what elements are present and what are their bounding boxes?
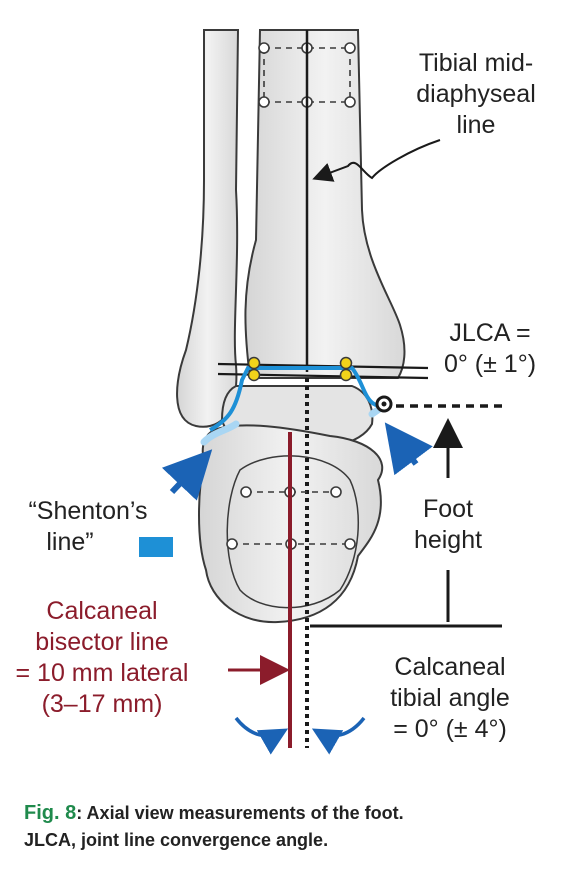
figure-caption: Fig. 8: Axial view measurements of the f… bbox=[24, 800, 554, 854]
jlca-label: JLCA = 0° (± 1°) bbox=[424, 318, 556, 380]
tibial-line-label: Tibial mid- diaphyseal line bbox=[396, 48, 556, 141]
shentons-line-label-2: line” bbox=[46, 528, 94, 556]
calcaneal-bisector-label-2: bisector line bbox=[35, 628, 169, 656]
shentons-line-highlight-left bbox=[200, 420, 240, 446]
calcaneal-bisector-label-4: (3–17 mm) bbox=[41, 690, 163, 718]
calcaneal-bisector-label-1: Calcaneal bbox=[46, 597, 158, 625]
shentons-line-label: “Shenton’s line” bbox=[18, 496, 158, 558]
fibula-bone bbox=[176, 29, 240, 428]
shentons-line-legend-swatch bbox=[139, 537, 173, 557]
calcaneus-inner-contour bbox=[226, 455, 359, 609]
calcaneal-tibial-angle-label-1: Calcaneal bbox=[394, 653, 506, 681]
tibial-line-label-2: diaphyseal bbox=[416, 80, 536, 108]
caption-line-2: JLCA, joint line convergence angle. bbox=[24, 830, 329, 850]
calcaneal-tibial-angle-label: Calcaneal tibial angle = 0° (± 4°) bbox=[362, 652, 538, 745]
tibial-line-label-1: Tibial mid- bbox=[418, 49, 534, 77]
calcaneal-bisector-label-3: = 10 mm lateral bbox=[15, 659, 189, 687]
foot-height-reference-dot bbox=[381, 401, 387, 407]
tibial-line-pointer bbox=[312, 139, 441, 182]
foot-height-label-2: height bbox=[413, 526, 483, 554]
calcaneal-angle-arrow-right bbox=[311, 716, 366, 755]
shenton-arrow-left bbox=[161, 449, 213, 501]
tibial-grid bbox=[263, 47, 351, 103]
calcaneal-bisector-label: Calcaneal bisector line = 10 mm lateral … bbox=[4, 596, 200, 720]
shentons-line-label-1: “Shenton’s bbox=[28, 497, 148, 525]
calcaneal-tibial-angle-label-2: tibial angle bbox=[390, 684, 510, 712]
jlca-label-1: JLCA = bbox=[449, 319, 531, 347]
tibia-bone bbox=[244, 29, 406, 379]
foot-height-label: Foot height bbox=[398, 494, 498, 556]
foot-height-label-1: Foot bbox=[422, 495, 474, 523]
caption-text: : Axial view measurements of the foot. bbox=[76, 803, 404, 823]
tibial-grid-points bbox=[258, 42, 356, 108]
tibial-line-label-3: line bbox=[456, 111, 496, 139]
figure-number: Fig. 8 bbox=[24, 802, 77, 824]
shenton-arrow-right bbox=[384, 422, 433, 476]
joint-points bbox=[247, 356, 353, 382]
jlca-label-2: 0° (± 1°) bbox=[443, 350, 537, 378]
calcaneal-angle-arrow-left bbox=[234, 716, 289, 755]
calcaneal-tibial-angle-label-3: = 0° (± 4°) bbox=[393, 715, 507, 743]
